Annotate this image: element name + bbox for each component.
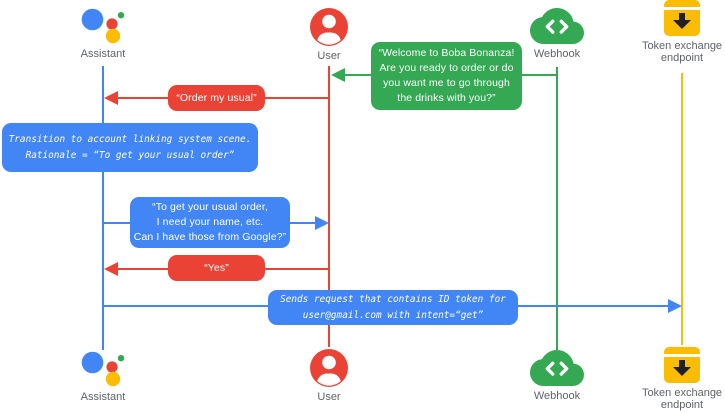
token-endpoint-icon [664,347,700,383]
google-assistant-icon [81,8,125,44]
actor-label: User [317,391,341,403]
arrowhead-welcome [331,68,345,82]
lifeline-token-endpoint [681,73,683,345]
user-icon [310,8,348,46]
arrowhead-yes [104,262,118,276]
actor-token-endpoint-top: Token exchange endpoint [632,0,725,64]
arrowhead-send-request [668,299,682,313]
message-bubble-send-request: Sends request that contains ID token for… [268,290,518,325]
arrowhead-order-usual [104,91,118,105]
actor-user-top: User [279,8,379,62]
lifeline-assistant [102,66,104,350]
lifeline-webhook [556,67,558,350]
user-icon [310,349,348,387]
message-bubble-order-usual: “Order my usual” [168,85,265,111]
lifeline-user [328,66,330,347]
actor-label: Webhook [533,390,581,402]
arrowhead-ask-permission [315,216,329,230]
actor-webhook-bottom: Webhook [507,350,607,402]
actor-webhook-top: Webhook [507,7,607,60]
actor-assistant-bottom: Assistant [53,351,153,403]
message-bubble-welcome: “Welcome to Boba Bonanza! Are you ready … [371,42,522,110]
actor-label: Assistant [80,391,126,403]
message-bubble-transition-note: Transition to account linking system sce… [2,123,258,172]
actor-label: Assistant [80,48,126,60]
cloud-code-icon [530,7,584,44]
actor-label: Token exchange endpoint [641,40,723,64]
token-endpoint-icon [664,0,700,36]
actor-label: Token exchange endpoint [641,387,723,411]
message-bubble-yes: “Yes” [168,255,265,281]
actor-assistant-top: Assistant [53,8,153,60]
cloud-code-icon [530,350,584,386]
actor-label: User [317,50,341,62]
message-bubble-ask-permission: “To get your usual order, I need your na… [130,197,290,248]
actor-label: Webhook [533,48,581,60]
actor-token-endpoint-bottom: Token exchange endpoint [632,347,725,411]
google-assistant-icon [81,351,125,387]
actor-user-bottom: User [279,349,379,403]
